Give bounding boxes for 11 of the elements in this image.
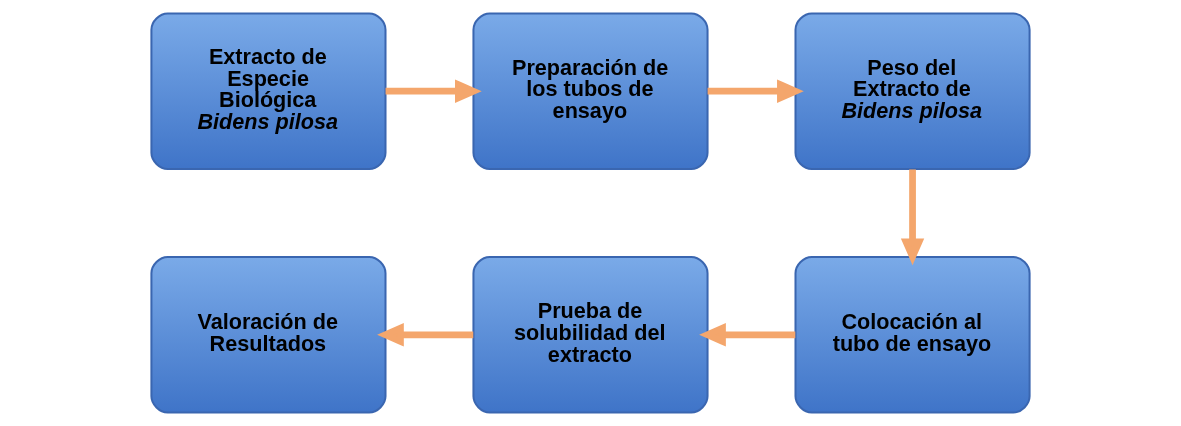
arrow xyxy=(385,79,482,103)
arrow xyxy=(377,323,474,347)
node-box: Preparación de los tubos de ensayo xyxy=(472,12,709,171)
arrow xyxy=(699,323,796,347)
node-box: Prueba de solubilidad del extracto xyxy=(472,255,709,414)
arrow xyxy=(900,169,925,266)
arrow xyxy=(707,79,804,103)
node-box: Extracto de Especie Biológica Bidens pilosa xyxy=(150,12,387,171)
node-box: Colocación al tubo de ensayo xyxy=(794,255,1031,414)
node-box: Peso del Extracto de Bidens pilosa xyxy=(794,12,1031,171)
node-box: Valoración de Resultados xyxy=(150,255,387,414)
